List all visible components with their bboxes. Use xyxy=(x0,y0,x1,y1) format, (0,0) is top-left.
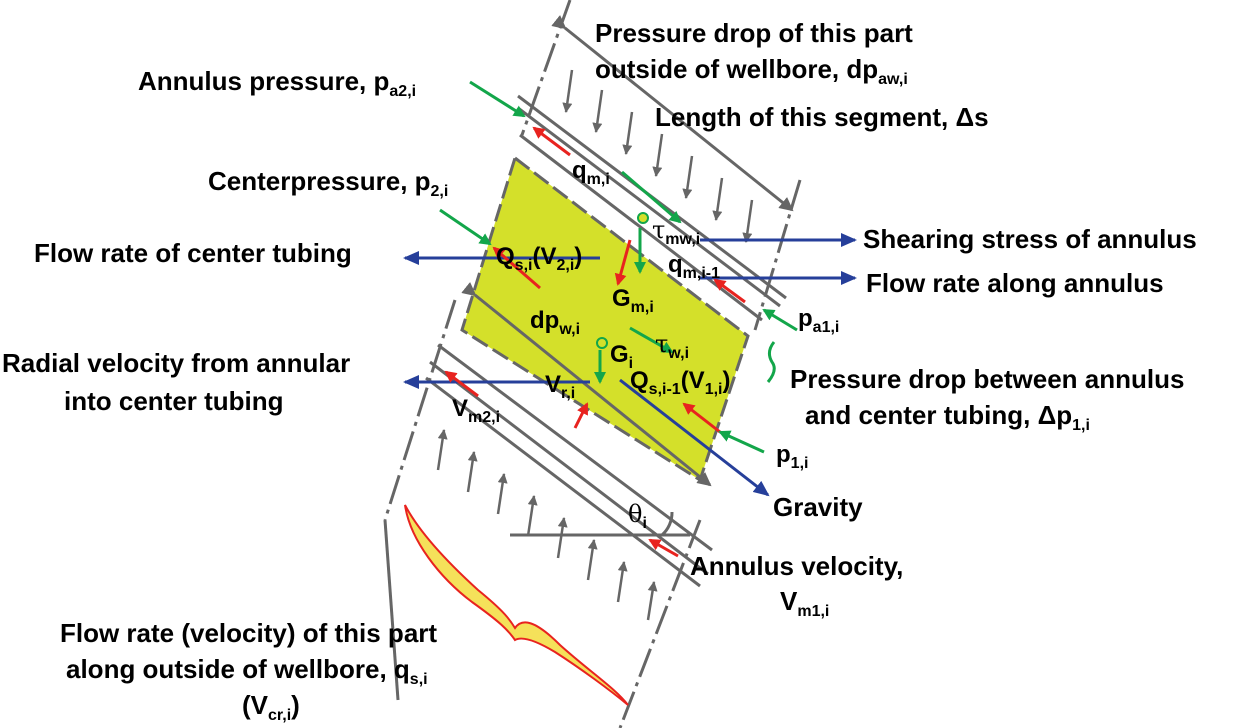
symbol-V-m2-i: Vm2,i xyxy=(452,395,500,426)
symbol-dp-w-i: dpw,i xyxy=(530,307,580,338)
label-pressure-drop-between-line2: and center tubing, Δp1,i xyxy=(805,400,1090,434)
label-flow-outside-line3: (Vcr,i) xyxy=(242,690,300,724)
outside-flow-brace xyxy=(404,504,629,706)
symbol-G-m-i: Gm,i xyxy=(612,285,654,316)
symbol-tau-mw-i: τmw,i xyxy=(652,216,700,248)
pressure-arrows-top xyxy=(562,69,754,243)
label-segment-length: Length of this segment, Δs xyxy=(655,102,989,132)
symbol-q-m-i-1: qm,i-1 xyxy=(668,251,720,282)
label-annulus-pressure: Annulus pressure, pa2,i xyxy=(138,66,416,100)
label-pressure-drop-between-line1: Pressure drop between annulus xyxy=(790,364,1184,394)
pressure-arrows-bottom xyxy=(436,429,658,621)
label-flow-outside-line1: Flow rate (velocity) of this part xyxy=(60,618,437,648)
label-flow-rate-center: Flow rate of center tubing xyxy=(34,238,352,268)
label-radial-velocity-line1: Radial velocity from annular xyxy=(2,348,350,378)
label-annulus-velocity-line2: Vm1,i xyxy=(780,586,829,620)
symbol-Q-s-i-1: Qs,i-1(V1,i) xyxy=(630,367,730,398)
label-flow-outside-line2: along outside of wellbore, qs,i xyxy=(66,654,428,688)
angle-reference xyxy=(510,511,690,537)
symbol-p-1-i: p1,i xyxy=(776,441,808,472)
label-flow-rate-annulus: Flow rate along annulus xyxy=(866,268,1164,298)
pressure-drop-brace xyxy=(766,341,776,383)
symbol-V-r-i: Vr,i xyxy=(545,371,575,402)
green-arrows xyxy=(439,80,798,454)
label-annulus-velocity-line1: Annulus velocity, xyxy=(690,551,903,581)
segment-length-arrow xyxy=(461,15,794,487)
label-pressure-drop-outside-line2: outside of wellbore, dpaw,i xyxy=(595,54,908,88)
label-radial-velocity-line2: into center tubing xyxy=(64,386,284,416)
label-shearing-stress: Shearing stress of annulus xyxy=(863,224,1197,254)
symbol-q-m-i: qm,i xyxy=(572,157,610,188)
label-pressure-drop-outside-line1: Pressure drop of this part xyxy=(595,18,913,48)
symbol-theta-i: θi xyxy=(628,500,647,532)
symbol-Q-s-i: Qs,i(V2,i) xyxy=(496,243,582,274)
label-center-pressure: Centerpressure, p2,i xyxy=(208,166,448,200)
label-gravity: Gravity xyxy=(773,492,863,522)
symbol-p-a1-i: pa1,i xyxy=(798,305,839,336)
red-arrows xyxy=(444,126,746,558)
gravity-markers xyxy=(596,212,649,349)
symbol-tau-w-i: τw,i xyxy=(655,330,689,362)
symbol-G-i: Gi xyxy=(610,341,633,372)
